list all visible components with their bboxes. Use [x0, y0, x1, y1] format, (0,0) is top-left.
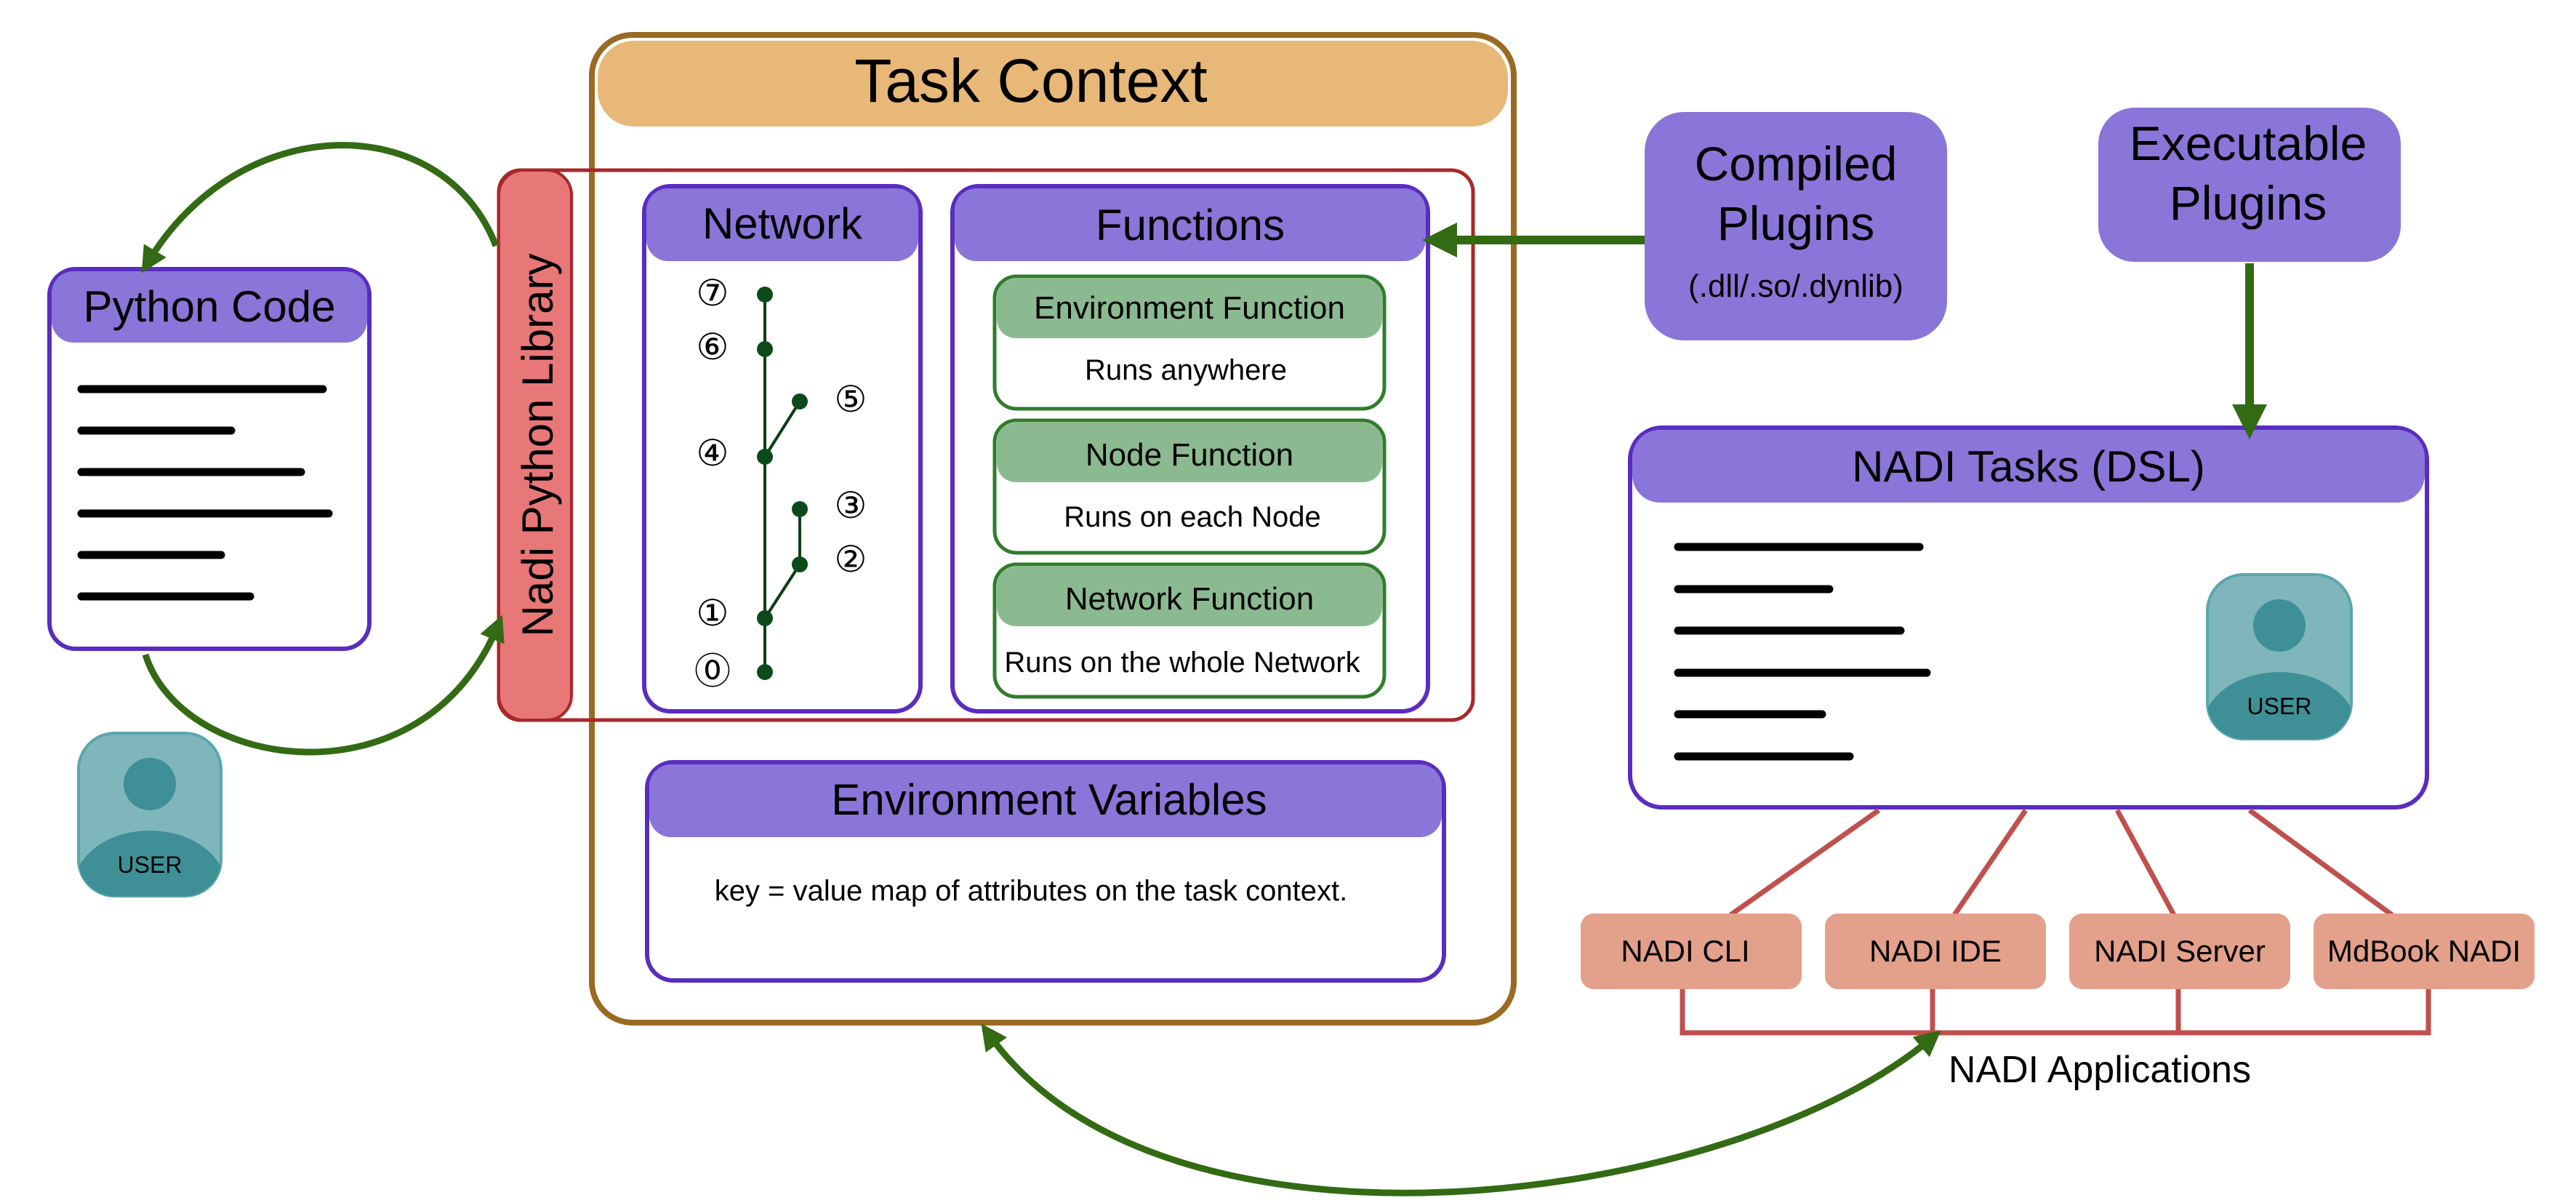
node-function-desc: Runs on each Node: [1064, 501, 1321, 533]
executable-plugins-box: Executable Plugins: [2098, 108, 2401, 262]
network-function-desc: Runs on the whole Network: [1004, 647, 1360, 679]
nadi-tasks-lines: [1674, 543, 1931, 761]
app-nadi-server-label: NADI Server: [2094, 934, 2266, 968]
compiled-plugins-box: Compiled Plugins (.dll/.so/.dynlib): [1645, 112, 1947, 340]
nadi-python-library: Nadi Python Library: [497, 168, 1475, 722]
environment-variables-title: Environment Variables: [831, 775, 1267, 824]
environment-variables-panel: Environment Variables key = value map of…: [645, 760, 1446, 983]
node-label-1: ①: [697, 593, 729, 634]
node-function-card: Node Function Runs on each Node: [992, 418, 1387, 555]
node-0-dot: [757, 664, 773, 680]
app-nadi-server: NADI Server: [2069, 914, 2290, 989]
app-nadi-ide-label: NADI IDE: [1869, 934, 2002, 968]
app-mdbook-nadi-label: MdBook NADI: [2327, 934, 2521, 968]
network-function-card: Network Function Runs on the whole Netwo…: [992, 562, 1387, 699]
node-label-2: ②: [835, 539, 867, 580]
executable-plugins-line1: Executable: [2130, 116, 2367, 170]
python-code-lines: [77, 385, 333, 601]
arrow-apps-to-task-context: [981, 1023, 1941, 1196]
node-5-dot: [792, 393, 808, 409]
user-avatar-left: USER: [77, 732, 222, 898]
node-label-5: ⑤: [835, 379, 867, 420]
network-graph: [763, 295, 801, 672]
environment-variables-desc: key = value map of attributes on the tas…: [715, 875, 1348, 907]
edge-1-2: [763, 563, 801, 620]
node-label-0: ⓪: [694, 651, 731, 692]
nadi-tasks-title: NADI Tasks (DSL): [1852, 442, 2205, 491]
network-panel: Network: [642, 184, 923, 714]
app-nadi-cli-label: NADI CLI: [1621, 934, 1749, 968]
arrow-library-to-python: [141, 142, 499, 273]
network-node-labels: ⓪ ① ② ③ ④ ⑤ ⑥ ⑦: [694, 273, 867, 692]
node-2-dot: [792, 556, 808, 572]
python-code-card: Python Code: [47, 267, 372, 651]
user-label-left: USER: [118, 852, 182, 878]
environment-function-card: Environment Function Runs anywhere: [992, 274, 1387, 411]
executable-plugins-line2: Plugins: [2170, 176, 2327, 230]
node-label-4: ④: [697, 433, 729, 473]
node-label-7: ⑦: [697, 273, 729, 313]
python-code-title: Python Code: [84, 282, 336, 331]
edge-4-5: [763, 400, 801, 458]
node-3-dot: [792, 501, 808, 517]
compiled-plugins-line1: Compiled: [1695, 137, 1898, 191]
compiled-plugins-line2: Plugins: [1717, 196, 1874, 250]
user-avatar-right: USER: [2206, 573, 2353, 740]
compiled-plugins-ext: (.dll/.so/.dynlib): [1688, 268, 1903, 304]
flow-arrows: [141, 142, 2267, 1196]
node-function-name: Node Function: [1086, 437, 1293, 473]
network-function-name: Network Function: [1065, 581, 1314, 617]
environment-function-name: Environment Function: [1034, 290, 1345, 326]
node-4-dot: [757, 449, 773, 465]
nadi-applications-caption: NADI Applications: [1949, 1049, 2251, 1091]
app-nadi-cli: NADI CLI: [1581, 914, 1802, 989]
environment-function-desc: Runs anywhere: [1085, 354, 1287, 386]
app-nadi-ide: NADI IDE: [1825, 914, 2046, 989]
task-context-title: Task Context: [854, 47, 1208, 115]
node-1-dot: [757, 610, 773, 626]
functions-title: Functions: [1096, 201, 1285, 249]
network-nodes: [757, 287, 808, 680]
node-label-6: ⑥: [697, 327, 729, 367]
user-label-right: USER: [2247, 693, 2312, 719]
node-6-dot: [757, 341, 773, 357]
app-mdbook-nadi: MdBook NADI: [2314, 914, 2535, 989]
arrow-python-to-library: [142, 615, 505, 756]
network-title: Network: [702, 199, 863, 248]
node-7-dot: [757, 287, 773, 303]
node-label-3: ③: [835, 485, 867, 526]
library-label: Nadi Python Library: [513, 254, 562, 637]
